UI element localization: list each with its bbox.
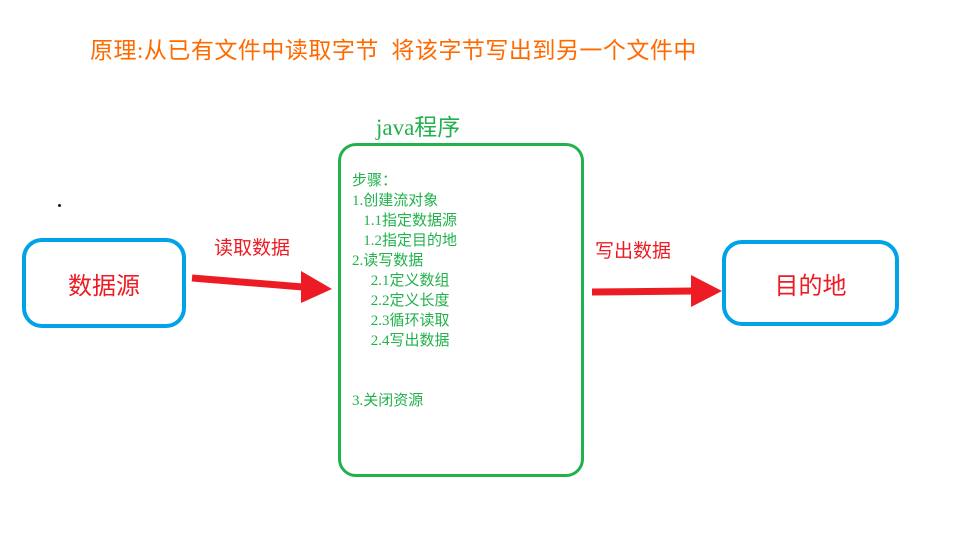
- step-line-2-4: 2.4写出数据: [352, 333, 450, 349]
- destination-label: 目的地: [774, 273, 847, 300]
- data-source-box: 数据源: [22, 238, 186, 328]
- write-arrow: [591, 275, 722, 307]
- step-line-1-2: 1.2指定目的地: [352, 233, 458, 249]
- destination-box: 目的地: [722, 240, 899, 326]
- step-line-blank-1: [352, 351, 577, 371]
- read-data-label: 读取数据: [214, 238, 291, 259]
- step-line-3: 3.关闭资源: [352, 393, 424, 409]
- java-program-label: java程序: [376, 115, 461, 140]
- step-line-2-1: 2.1定义数组: [352, 273, 450, 289]
- step-line-blank-2: [352, 371, 577, 391]
- principle-title: 原理:从已有文件中读取字节 将该字节写出到另一个文件中: [90, 38, 697, 63]
- data-source-label: 数据源: [68, 273, 140, 300]
- write-data-label: 写出数据: [595, 241, 672, 262]
- step-line-2-3: 2.3循环读取: [352, 313, 450, 329]
- read-arrow: [191, 271, 332, 303]
- step-line-1: 1.创建流对象: [352, 193, 439, 209]
- step-line-2-2: 2.2定义长度: [352, 293, 450, 309]
- step-line-header: 步骤：: [352, 173, 398, 189]
- step-line-2: 2.读写数据: [352, 253, 424, 269]
- step-line-1-1: 1.1指定数据源: [352, 213, 458, 229]
- stray-dot: [58, 204, 61, 207]
- java-program-box: 步骤： 1.创建流对象 1.1指定数据源 1.2指定目的地 2.读写数据 2.1…: [338, 143, 584, 477]
